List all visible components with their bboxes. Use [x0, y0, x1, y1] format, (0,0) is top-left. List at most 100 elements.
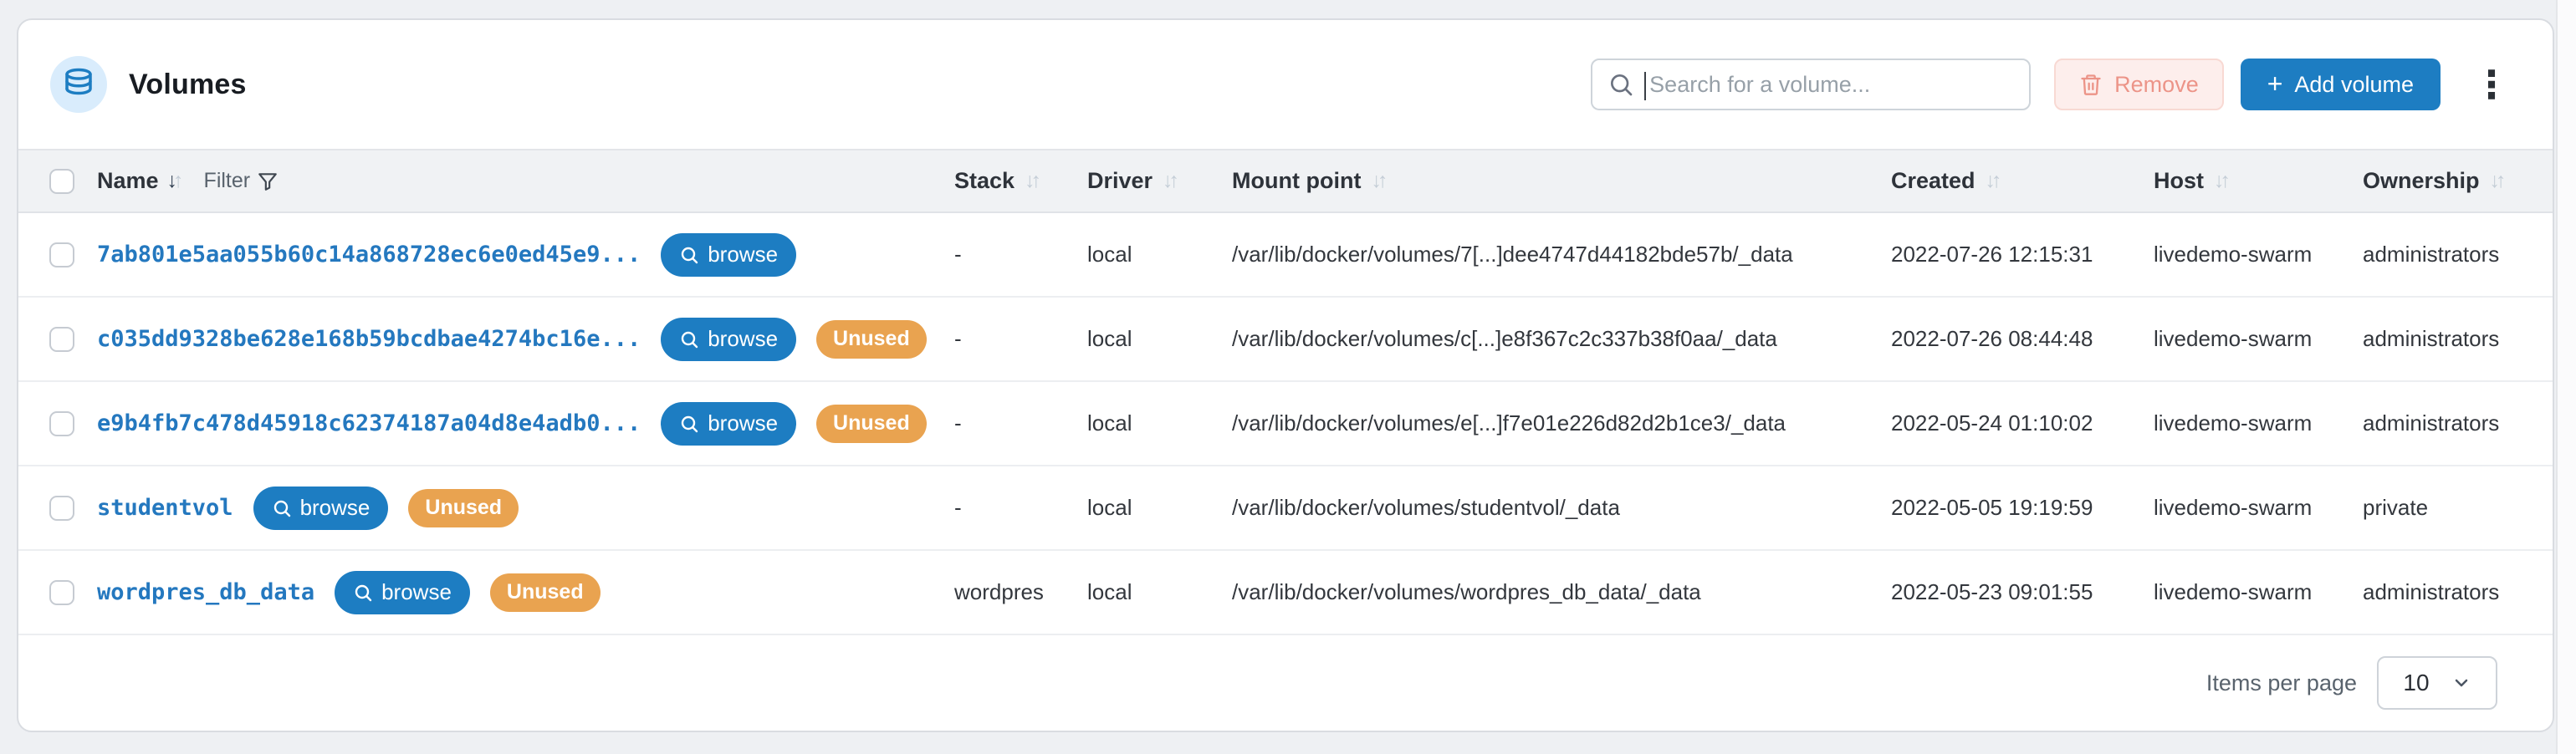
column-header-driver-label: Driver — [1087, 168, 1153, 193]
ownership-cell: administrators — [2363, 410, 2500, 436]
table-footer: Items per page 10 — [18, 635, 2553, 731]
browse-button-label: browse — [708, 410, 779, 436]
remove-button[interactable]: Remove — [2054, 59, 2224, 110]
driver-cell: local — [1087, 326, 1132, 351]
browse-button[interactable]: browse — [661, 401, 797, 446]
driver-cell: local — [1087, 242, 1132, 267]
ownership-cell: private — [2363, 495, 2429, 520]
row-checkbox[interactable] — [49, 410, 74, 436]
browse-button-label: browse — [708, 242, 779, 267]
browse-button-label: browse — [381, 579, 452, 604]
search-icon — [682, 247, 698, 263]
row-checkbox-cell — [18, 495, 97, 521]
remove-button-label: Remove — [2114, 71, 2199, 97]
table-row: e9b4fb7c478d45918c62374187a04d8e4adb0...… — [18, 382, 2553, 466]
host-cell: livedemo-swarm — [2154, 579, 2313, 604]
filter-label: Filter — [203, 169, 251, 192]
row-checkbox[interactable] — [49, 495, 74, 521]
browse-button[interactable]: browse — [253, 486, 389, 530]
table-row: studentvol browse Unused - local /var/li… — [18, 466, 2553, 551]
ownership-cell: administrators — [2363, 579, 2500, 604]
plus-icon: + — [2267, 68, 2283, 99]
search-icon — [273, 500, 290, 517]
name-cell: c035dd9328be628e168b59bcdbae4274bc16e...… — [97, 317, 954, 361]
driver-cell: local — [1087, 579, 1132, 604]
sort-icon-stack: ↓↑ — [1025, 169, 1042, 192]
column-header-driver[interactable]: Driver ↓↑ — [1087, 168, 1232, 194]
select-all-checkbox[interactable] — [49, 168, 74, 194]
items-per-page-select[interactable]: 10 — [2377, 656, 2497, 710]
page-title: Volumes — [129, 68, 247, 100]
stack-cell: - — [954, 242, 962, 267]
unused-badge: Unused — [816, 404, 927, 443]
sort-icon-ownership: ↓↑ — [2489, 169, 2507, 192]
volume-name-link[interactable]: e9b4fb7c478d45918c62374187a04d8e4adb0... — [97, 410, 641, 436]
column-header-ownership-label: Ownership — [2363, 168, 2480, 193]
database-icon — [65, 68, 92, 95]
created-cell: 2022-07-26 12:15:31 — [1891, 242, 2093, 267]
browse-button-label: browse — [299, 495, 371, 520]
column-header-stack-label: Stack — [954, 168, 1015, 193]
mount-point-cell: /var/lib/docker/volumes/e[...]f7e01e226d… — [1232, 410, 1786, 436]
name-cell: studentvol browse Unused — [97, 486, 954, 530]
driver-cell: local — [1087, 495, 1132, 520]
stack-cell: wordpres — [954, 579, 1044, 604]
kebab-menu-icon[interactable]: ⋮ — [2472, 62, 2511, 107]
items-per-page-label: Items per page — [2205, 670, 2357, 695]
mount-point-cell: /var/lib/docker/volumes/7[...]dee4747d44… — [1232, 242, 1793, 267]
select-all-cell — [18, 168, 97, 194]
search-icon — [1611, 74, 1633, 96]
row-checkbox-cell — [18, 410, 97, 436]
volume-name-link[interactable]: studentvol — [97, 495, 233, 521]
ownership-cell: administrators — [2363, 242, 2500, 267]
search-icon — [682, 415, 698, 432]
row-checkbox-cell — [18, 326, 97, 352]
row-checkbox-cell — [18, 242, 97, 267]
created-cell: 2022-05-24 01:10:02 — [1891, 410, 2093, 436]
browse-button[interactable]: browse — [335, 570, 470, 614]
name-cell: 7ab801e5aa055b60c14a868728ec6e0ed45e9...… — [97, 232, 954, 277]
volume-name-link[interactable]: 7ab801e5aa055b60c14a868728ec6e0ed45e9... — [97, 242, 641, 267]
search-icon — [355, 584, 372, 601]
panel-header: Volumes Remove + Add volume ⋮ — [18, 20, 2553, 149]
column-header-created[interactable]: Created ↓↑ — [1891, 168, 2154, 194]
browse-button[interactable]: browse — [661, 232, 797, 277]
sort-icon-driver: ↓↑ — [1163, 169, 1180, 192]
column-header-host[interactable]: Host ↓↑ — [2154, 168, 2363, 194]
column-header-created-label: Created — [1891, 168, 1975, 193]
host-cell: livedemo-swarm — [2154, 242, 2313, 267]
mount-point-cell: /var/lib/docker/volumes/studentvol/_data — [1232, 495, 1620, 520]
row-checkbox-cell — [18, 579, 97, 605]
volume-name-link[interactable]: wordpres_db_data — [97, 579, 315, 605]
column-header-ownership[interactable]: Ownership ↓↑ — [2363, 168, 2553, 194]
text-caret — [1644, 72, 1647, 100]
browse-button[interactable]: browse — [661, 317, 797, 361]
sort-icon-mount-point: ↓↑ — [1371, 169, 1388, 192]
filter-funnel-icon — [258, 172, 277, 191]
volume-name-link[interactable]: c035dd9328be628e168b59bcdbae4274bc16e... — [97, 326, 641, 352]
created-cell: 2022-05-05 19:19:59 — [1891, 495, 2093, 520]
unused-badge: Unused — [489, 573, 601, 612]
sort-icon-host: ↓↑ — [2214, 169, 2231, 192]
column-header-mount-point[interactable]: Mount point ↓↑ — [1232, 168, 1891, 194]
add-volume-button-label: Add volume — [2294, 71, 2414, 97]
table-row: c035dd9328be628e168b59bcdbae4274bc16e...… — [18, 298, 2553, 382]
scrollbar[interactable] — [2556, 0, 2576, 754]
mount-point-cell: /var/lib/docker/volumes/wordpres_db_data… — [1232, 579, 1701, 604]
filter-control[interactable]: Filter — [204, 169, 279, 193]
name-cell: wordpres_db_data browse Unused — [97, 570, 954, 614]
column-header-host-label: Host — [2154, 168, 2204, 193]
host-cell: livedemo-swarm — [2154, 326, 2313, 351]
items-per-page-value: 10 — [2403, 670, 2430, 695]
row-checkbox[interactable] — [49, 242, 74, 267]
column-header-name[interactable]: Name ↓↑ Filter — [97, 168, 954, 194]
stack-cell: - — [954, 410, 962, 436]
add-volume-button[interactable]: + Add volume — [2240, 59, 2441, 110]
column-header-stack[interactable]: Stack ↓↑ — [954, 168, 1087, 194]
sort-icon-created: ↓↑ — [1985, 169, 2002, 192]
row-checkbox[interactable] — [49, 579, 74, 605]
row-checkbox[interactable] — [49, 326, 74, 352]
stack-cell: - — [954, 326, 962, 351]
search-input[interactable] — [1592, 60, 2030, 109]
table-row: wordpres_db_data browse Unused wordpres … — [18, 551, 2553, 635]
